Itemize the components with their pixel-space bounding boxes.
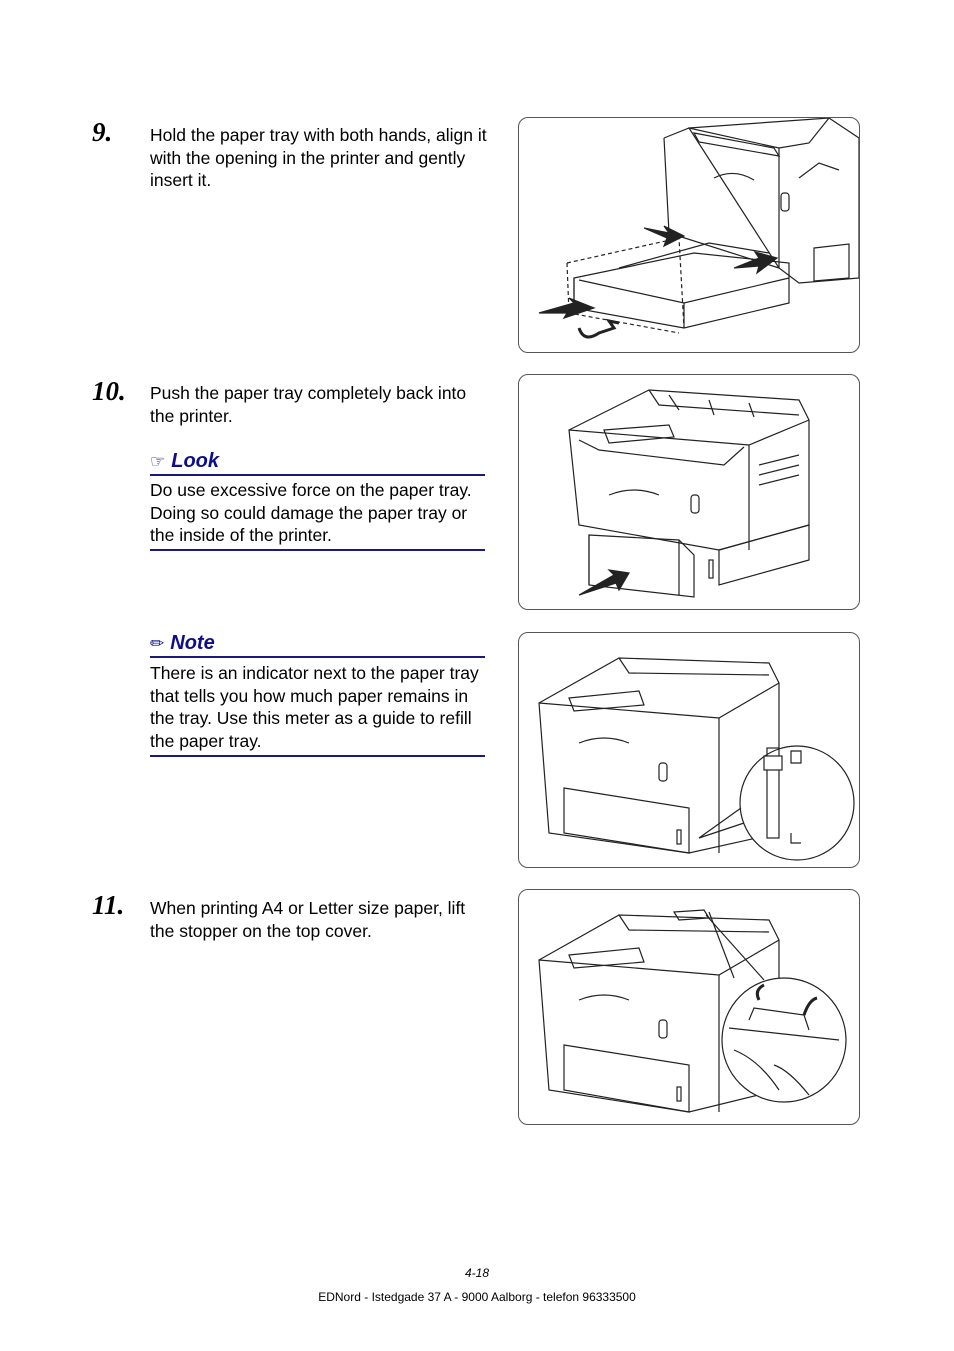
step-number-10: 10. xyxy=(92,376,126,406)
step-number-11: 11. xyxy=(92,890,125,920)
page-number: 4-18 xyxy=(464,1266,490,1280)
look-heading: ☞ Look xyxy=(150,450,485,476)
step-text-11: When printing A4 or Letter size paper, l… xyxy=(150,898,466,941)
push-tray-illustration xyxy=(518,374,860,610)
look-title: Look xyxy=(171,450,220,472)
step-number-9: 9. xyxy=(92,117,113,147)
paper-meter-illustration xyxy=(518,632,860,868)
note-heading: ✏ Note xyxy=(150,632,485,658)
note-title: Note xyxy=(170,632,215,654)
insert-tray-illustration xyxy=(518,117,860,353)
lift-stopper-illustration xyxy=(518,889,860,1125)
step-text-9: Hold the paper tray with both hands, ali… xyxy=(150,125,487,190)
pencil-icon: ✏ xyxy=(150,634,165,653)
footer-address: EDNord - Istedgade 37 A - 9000 Aalborg -… xyxy=(318,1290,636,1304)
note-body: There is an indicator next to the paper … xyxy=(150,662,485,757)
step-text-10: Push the paper tray completely back into… xyxy=(150,383,467,426)
pointing-hand-icon: ☞ xyxy=(150,452,166,471)
look-body: Do use excessive force on the paper tray… xyxy=(150,479,485,552)
